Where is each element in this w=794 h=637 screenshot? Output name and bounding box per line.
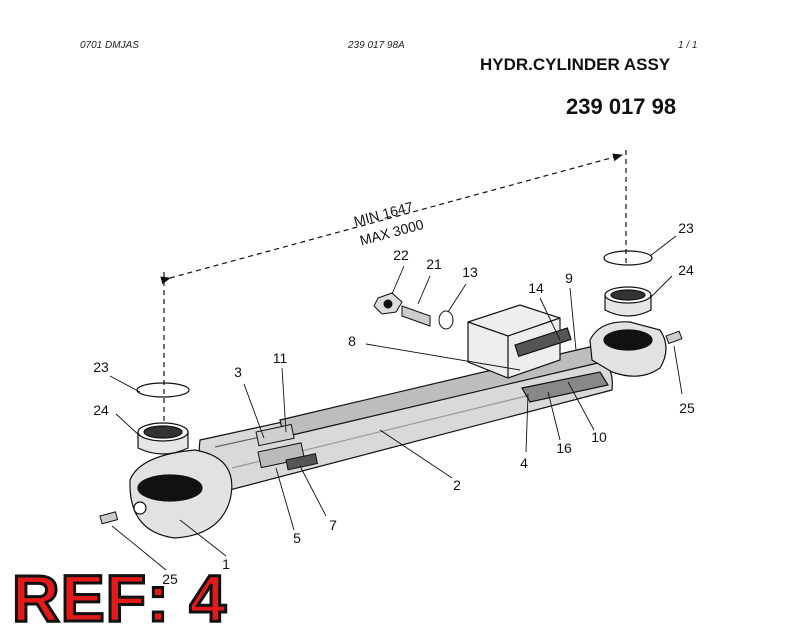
part-number: 239 017 98: [566, 94, 677, 119]
piston-seal-set: [255, 423, 319, 471]
callout-11: 11: [272, 350, 288, 366]
right-eye: [589, 321, 667, 377]
callout-13: 13: [462, 264, 478, 280]
drawing-title: HYDR.CYLINDER ASSY: [480, 55, 671, 74]
dimension-line: [160, 150, 627, 430]
callout-25-left: 25: [162, 571, 178, 587]
callout-3: 3: [234, 364, 242, 380]
page-number: 1 / 1: [678, 40, 698, 51]
right-bushing: [603, 250, 653, 317]
callout-25-right: 25: [679, 400, 695, 416]
callout-16: 16: [556, 440, 572, 456]
callout-8: 8: [348, 333, 356, 349]
ref-label: REF: 4: [10, 560, 228, 637]
callout-21: 21: [426, 256, 442, 272]
callout-22: 22: [393, 247, 409, 263]
callout-7: 7: [329, 517, 337, 533]
leader-lines: [109, 235, 683, 571]
left-clevis: [129, 449, 233, 539]
callout-23-left: 23: [93, 359, 109, 375]
callout-10: 10: [591, 429, 607, 445]
callout-2: 2: [453, 477, 461, 493]
callout-9: 9: [565, 270, 573, 286]
valve-block: [467, 304, 572, 379]
callout-1: 1: [222, 556, 230, 572]
grease-nipples: [99, 330, 683, 525]
lower-housing: [521, 371, 609, 403]
drawing-number: 239 017 98A: [348, 40, 405, 51]
callout-24-right: 24: [678, 262, 694, 278]
document-code: 0701 DMJAS: [80, 40, 139, 51]
callout-4: 4: [520, 455, 528, 471]
callout-23-right: 23: [678, 220, 694, 236]
fittings: [373, 292, 454, 330]
cylinder-barrel: [198, 354, 613, 493]
callout-14: 14: [528, 280, 544, 296]
left-bushing: [136, 382, 190, 455]
callout-24-left: 24: [93, 402, 109, 418]
callout-5: 5: [293, 530, 301, 546]
